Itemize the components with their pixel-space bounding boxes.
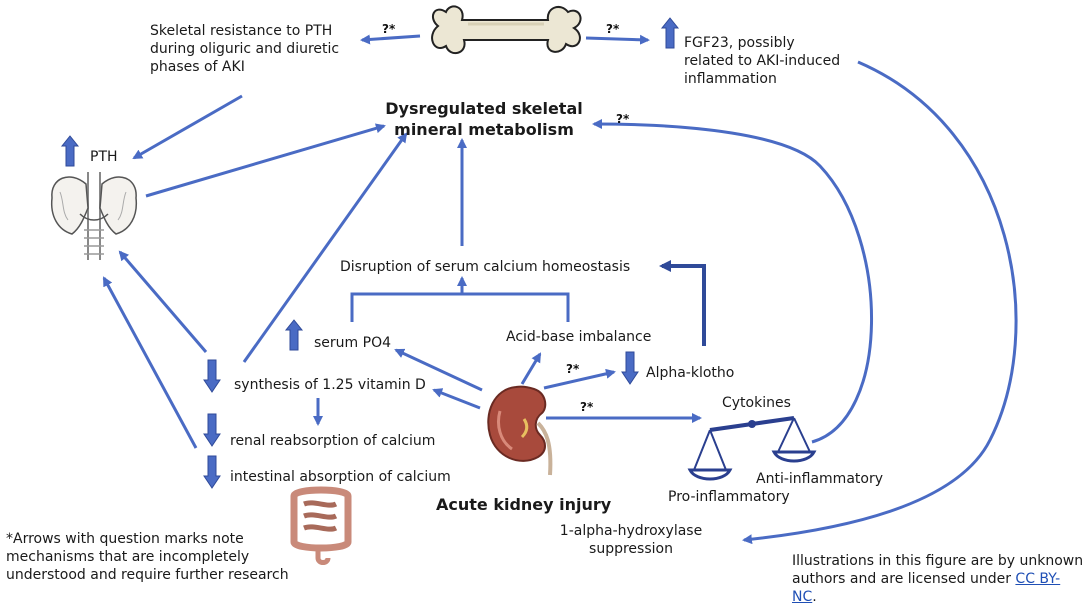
down-arrow-icon [203, 455, 221, 489]
down-arrow-icon [203, 413, 221, 447]
intestine-icon [290, 486, 352, 565]
serum-po4-label: serum PO4 [314, 335, 391, 351]
balance-scale-icon [687, 416, 817, 481]
hydroxylase-label: 1-alpha-hydroxylase suppression [559, 523, 703, 557]
kidney-icon [487, 385, 553, 476]
credit-period: . [812, 589, 817, 605]
arrow-kidney-to-po4 [394, 348, 483, 392]
arrow-scale-to-dysregulated [592, 119, 873, 444]
arrow-vitd-to-dysregulated [242, 132, 408, 363]
arrow-bone-to-fgf23 [585, 34, 650, 45]
fgf23-label: FGF23, possibly related to AKI-induced i… [684, 35, 841, 87]
question-mark-bone-right: ?* [606, 22, 620, 36]
disruption-label: Disruption of serum calcium homeostasis [340, 259, 631, 275]
question-mark-bone-left: ?* [382, 22, 396, 36]
arrow-kidney-to-klotho [543, 368, 616, 390]
arrow-kidney-to-acidbase [520, 352, 542, 385]
pth-label: PTH [90, 149, 118, 165]
renal-reabsorption-label: renal reabsorption of calcium [230, 433, 436, 449]
up-arrow-icon [660, 17, 680, 49]
up-arrow-icon [284, 319, 304, 351]
alpha-klotho-label: Alpha-klotho [646, 365, 735, 381]
arrow-resistance-to-pth [132, 94, 243, 160]
arrow-renal-to-thyroid [102, 276, 198, 449]
down-arrow-icon [203, 359, 221, 393]
vitamin-d-label: synthesis of 1.25 vitamin D [234, 377, 426, 393]
illustration-credit: Illustrations in this figure are by unkn… [792, 553, 1084, 605]
arrow-klotho-to-disruption [659, 260, 706, 346]
thyroid-gland-icon [50, 172, 138, 260]
pro-inflammatory-label: Pro-inflammatory [668, 489, 790, 505]
down-arrow-icon [621, 351, 639, 385]
footnote: *Arrows with question marks note mechani… [6, 531, 289, 583]
question-mark-klotho: ?* [566, 362, 580, 376]
arrow-vitd-to-thyroid [118, 250, 208, 353]
acid-base-label: Acid-base imbalance [506, 329, 652, 345]
dysregulated-metabolism-title: Dysregulated skeletal mineral metabolism [385, 99, 583, 139]
arrow-bone-to-skeletal-resistance [360, 34, 421, 45]
aki-title: Acute kidney injury [436, 495, 612, 514]
arrow-fgf23-to-hydroxylase [742, 60, 1018, 545]
arrow-kidney-to-vitd [432, 388, 481, 410]
skeletal-resistance-label: Skeletal resistance to PTH during oligur… [150, 23, 340, 75]
credit-text: authors and are licensed under [792, 571, 1016, 587]
up-arrow-icon [60, 135, 80, 167]
anti-inflammatory-label: Anti-inflammatory [756, 471, 883, 487]
question-mark-cytokines: ?* [580, 400, 594, 414]
intestinal-absorption-label: intestinal absorption of calcium [230, 469, 451, 485]
bracket-po4-acidbase [350, 292, 570, 322]
cytokines-label: Cytokines [722, 395, 791, 411]
arrow-thyroid-to-dysregulated [145, 123, 386, 198]
bone-icon [431, 5, 582, 55]
question-mark-inflammation: ?* [616, 112, 630, 126]
